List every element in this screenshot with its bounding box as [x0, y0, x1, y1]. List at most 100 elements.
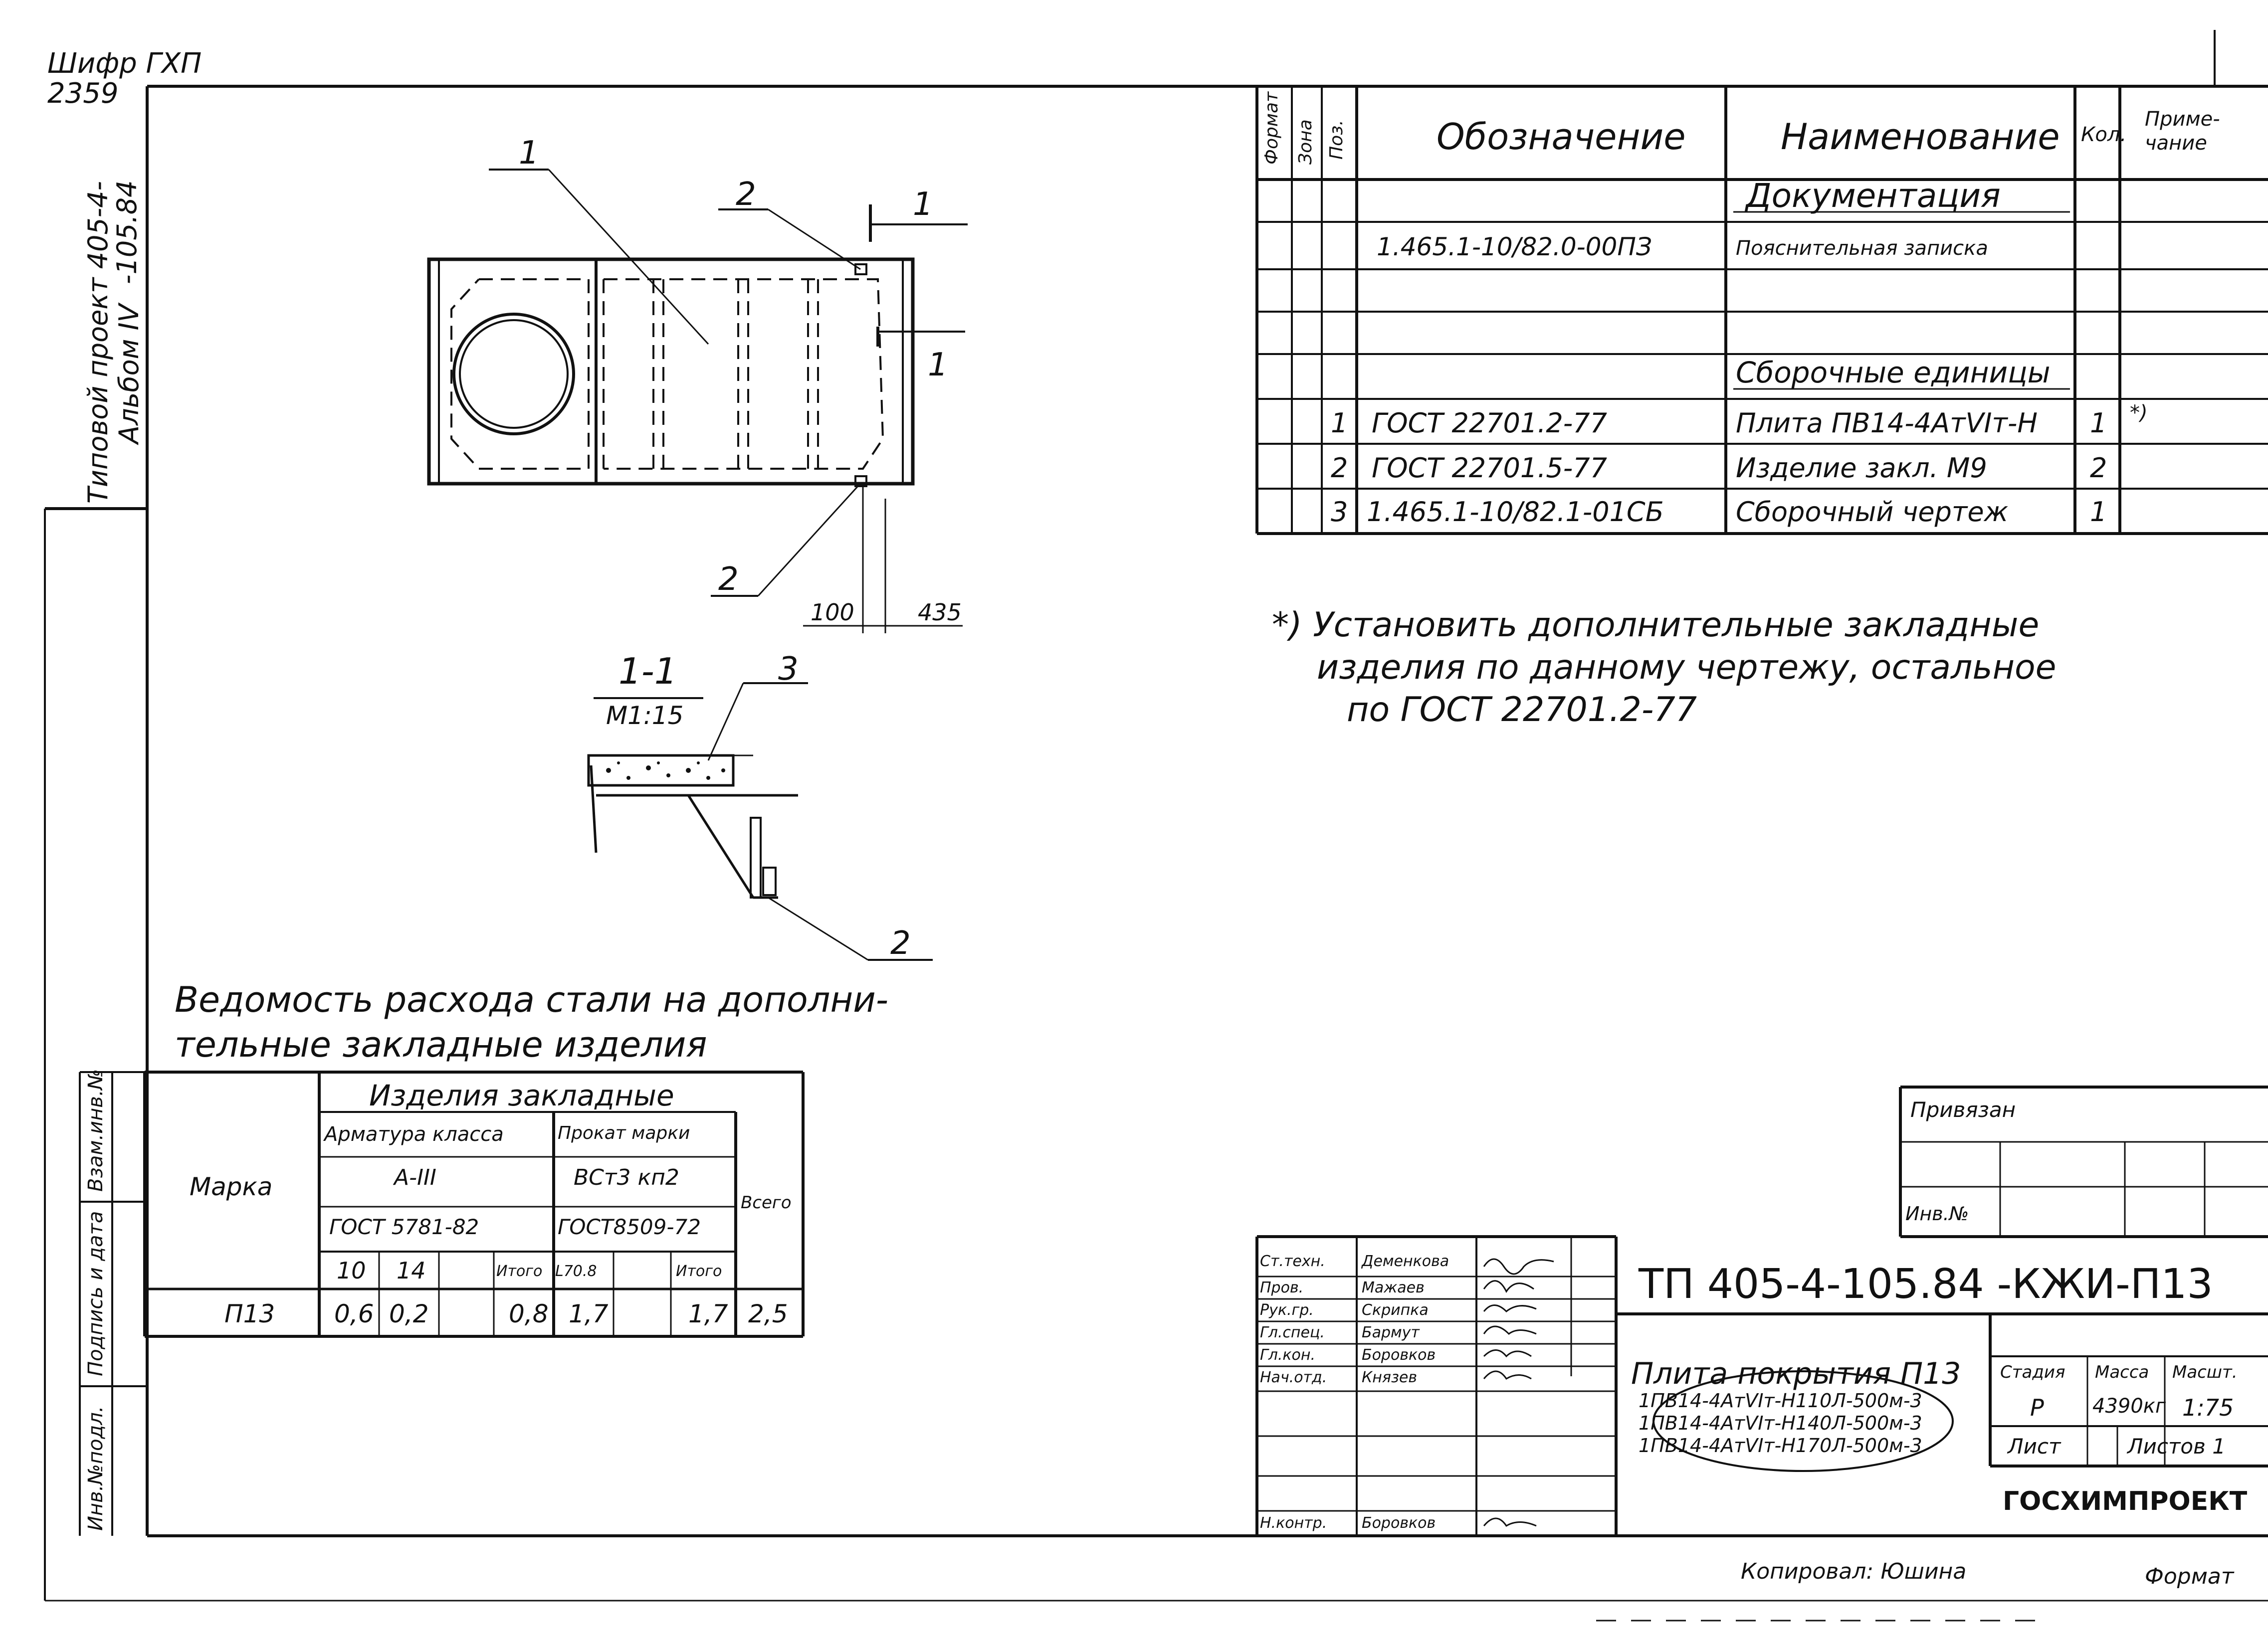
side-col-replace: Взам.инв.№: [84, 1069, 107, 1192]
side-col-sign: Подпись и дата: [84, 1211, 107, 1376]
callout-1c: 1: [928, 347, 948, 383]
tb-item-title: Плита покрытия П13: [1631, 1356, 1961, 1391]
steel-row-mark: П13: [224, 1299, 275, 1328]
spec-row2-designation: ГОСТ 22701.5-77: [1372, 452, 1607, 484]
side-project-line2: -105.84: [111, 180, 143, 284]
footnote-line3: по ГОСТ 22701.2-77: [1347, 690, 1697, 730]
section-1-1-view: [587, 682, 933, 961]
dim-100: 100: [811, 599, 854, 626]
tb-role-4: Гл.кон.: [1260, 1346, 1316, 1364]
concrete-hatch: [606, 761, 725, 780]
callout-2c: 2: [890, 925, 911, 962]
steel-sub-l70: L70.8: [555, 1263, 597, 1280]
callout-1a: 1: [519, 135, 539, 172]
spec-doc-designation: 1.465.1-10/82.0-00ПЗ: [1377, 232, 1652, 261]
tb-doc-code: ТП 405-4-105.84 -КЖИ-П13: [1639, 1261, 2213, 1308]
footnote-line2: изделия по данному чертежу, остальное: [1317, 648, 2057, 687]
spec-row1-name: Плита ПВ14-4АтVIт-Н: [1736, 407, 2038, 439]
callout-3: 3: [778, 651, 799, 688]
section-scale: М1:15: [606, 701, 684, 730]
tb-name-5: Князев: [1362, 1369, 1418, 1386]
format-label: Формат: [2145, 1564, 2234, 1589]
side-project-line1: Типовой проект 405-4-: [82, 181, 114, 504]
callout-2a: 2: [736, 176, 756, 213]
tb-inv-no: Инв.№: [1905, 1203, 1969, 1225]
title-block-lines: [1255, 1086, 2268, 1536]
tb-role-1: Пров.: [1260, 1279, 1304, 1296]
tb-role-3: Гл.спец.: [1260, 1324, 1325, 1341]
steel-h-rebar-class: Арматура класса: [324, 1123, 504, 1146]
steel-h-rebar-grade: А-III: [394, 1165, 436, 1190]
spec-row1-pos: 1: [1331, 407, 1348, 439]
plate-plan-view: [427, 169, 968, 633]
spec-row2-qty: 2: [2090, 452, 2107, 484]
steel-h-rolled-grade: ВСт3 кп2: [574, 1165, 679, 1190]
spec-row3-qty: 1: [2090, 496, 2107, 528]
tb-normcontrol-name: Боровков: [1362, 1514, 1436, 1532]
steel-row-v14: 0,2: [389, 1299, 429, 1328]
tb-scale: 1:75: [2182, 1394, 2234, 1421]
spec-h-pos: Поз.: [1326, 120, 1347, 160]
tb-name-0: Деменкова: [1362, 1253, 1449, 1270]
tb-sheets-h: Листов 1: [2127, 1434, 2226, 1459]
dim-435: 435: [918, 599, 962, 626]
tb-role-2: Рук.гр.: [1260, 1301, 1314, 1319]
tb-role-5: Нач.отд.: [1260, 1369, 1327, 1386]
steel-h-mark: Марка: [190, 1172, 273, 1201]
cipher-number: 2359: [47, 77, 119, 110]
tb-org: ГОСХИМПРОЕКТ: [2003, 1486, 2248, 1516]
tb-item-line1: 1ПВ14-4АтVIт-Н110Л-500м-3: [1639, 1390, 1922, 1412]
spec-row1-qty: 1: [2090, 407, 2107, 439]
spec-h-designation: Обозначение: [1437, 116, 1686, 158]
steel-sub-itogo1: Итого: [496, 1263, 543, 1280]
steel-row-l70: 1,7: [569, 1299, 609, 1328]
spec-h-qty: Кол.: [2081, 123, 2127, 146]
spec-h-zone: Зона: [1295, 119, 1316, 165]
tb-mass-h: Масса: [2095, 1362, 2149, 1382]
spec-section-docs: Документация: [1746, 177, 2001, 215]
steel-row-total: 2,5: [748, 1299, 788, 1328]
tb-stage: Р: [2030, 1394, 2044, 1421]
spec-row1-note: *): [2130, 401, 2148, 424]
steel-title-line1: Ведомость расхода стали на дополни-: [175, 979, 888, 1020]
tb-mass: 4390кг: [2092, 1395, 2166, 1418]
spec-row3-name: Сборочный чертеж: [1736, 496, 2009, 528]
side-col-inv: Инв.№подл.: [84, 1406, 107, 1531]
steel-sub-10: 10: [337, 1257, 366, 1284]
tb-name-2: Скрипка: [1362, 1301, 1429, 1319]
side-album: Альбом IV: [113, 304, 145, 444]
tb-attached: Привязан: [1910, 1098, 2016, 1122]
steel-h-rolled: Прокат марки: [558, 1123, 690, 1143]
callout-2b: 2: [718, 561, 739, 598]
steel-table-lines: [143, 1071, 805, 1338]
steel-sub-14: 14: [397, 1257, 426, 1284]
spec-h-name: Наименование: [1781, 116, 2060, 158]
spec-h-format: Формат: [1261, 91, 1282, 165]
steel-sub-itogo2: Итого: [676, 1263, 722, 1280]
tb-sheet-h: Лист: [2008, 1434, 2061, 1459]
tb-name-4: Боровков: [1362, 1346, 1436, 1364]
steel-h-products: Изделия закладные: [369, 1079, 674, 1112]
copied-by: Копировал: Юшина: [1741, 1559, 1967, 1584]
callout-1b: 1: [913, 186, 933, 223]
steel-h-rolled-gost: ГОСТ8509-72: [558, 1215, 701, 1239]
steel-title-line2: тельные закладные изделия: [175, 1024, 707, 1065]
tb-name-3: Бармут: [1362, 1324, 1420, 1341]
spec-doc-name: Пояснительная записка: [1736, 237, 1988, 260]
tb-item-line3: 1ПВ14-4АтVIт-Н170Л-500м-3: [1639, 1435, 1922, 1457]
spec-row3-designation: 1.465.1-10/82.1-01СБ: [1367, 496, 1664, 528]
steel-h-total: Всего: [741, 1193, 792, 1213]
tb-stage-h: Стадия: [2000, 1362, 2065, 1382]
spec-row3-pos: 3: [1331, 496, 1348, 528]
section-title: 1-1: [619, 650, 677, 692]
spec-row1-designation: ГОСТ 22701.2-77: [1372, 407, 1607, 439]
steel-row-v10: 0,6: [334, 1299, 374, 1328]
spec-h-note: Приме-чание: [2145, 108, 2220, 155]
tb-normcontrol-role: Н.контр.: [1260, 1514, 1327, 1532]
cipher-label: Шифр ГХП: [47, 47, 202, 80]
steel-row-sub2: 1,7: [688, 1299, 728, 1328]
spec-row2-pos: 2: [1331, 452, 1348, 484]
tb-role-0: Ст.техн.: [1260, 1253, 1325, 1270]
